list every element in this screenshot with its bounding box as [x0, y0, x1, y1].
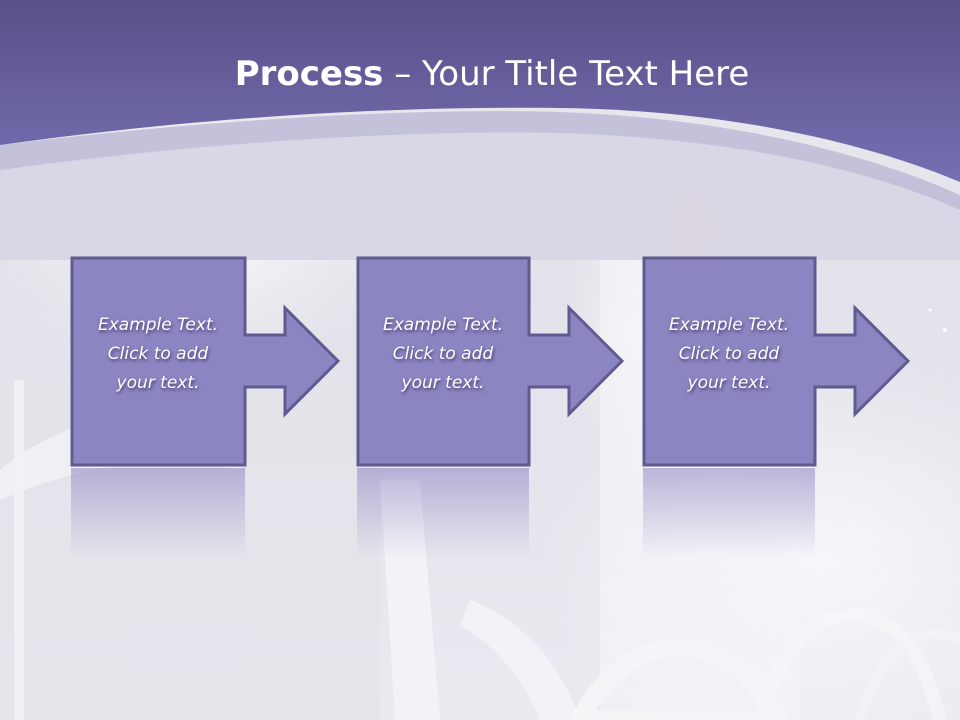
step-text-line: Example Text. [97, 315, 219, 335]
process-step-3[interactable]: Example Text. Click to add your text. [642, 256, 913, 557]
step-text-line: Click to add [678, 344, 780, 364]
process-step-1[interactable]: Example Text. Click to add your text. [70, 256, 341, 557]
arrow-callout-shape [70, 256, 341, 467]
step-text-line: Example Text. [668, 315, 790, 335]
step-text: Example Text. Click to add your text. [643, 311, 815, 398]
step-text-line: your text. [116, 373, 200, 393]
step-text-line: your text. [401, 373, 485, 393]
arrow-callout-shape [642, 256, 911, 467]
title-bold: Process [234, 54, 384, 94]
step-text: Example Text. Click to add your text. [71, 311, 245, 398]
step-text-line: your text. [687, 373, 771, 393]
slide-title[interactable]: Process – Your Title Text Here [0, 52, 960, 96]
step-text: Example Text. Click to add your text. [357, 311, 529, 398]
process-step-2[interactable]: Example Text. Click to add your text. [356, 256, 627, 557]
arrow-callout-shape [356, 256, 625, 467]
title-rest: – Your Title Text Here [383, 54, 750, 94]
header-band [0, 0, 960, 260]
step-text-line: Example Text. [382, 315, 504, 335]
step-text-line: Click to add [107, 344, 209, 364]
step-text-line: Click to add [392, 344, 494, 364]
